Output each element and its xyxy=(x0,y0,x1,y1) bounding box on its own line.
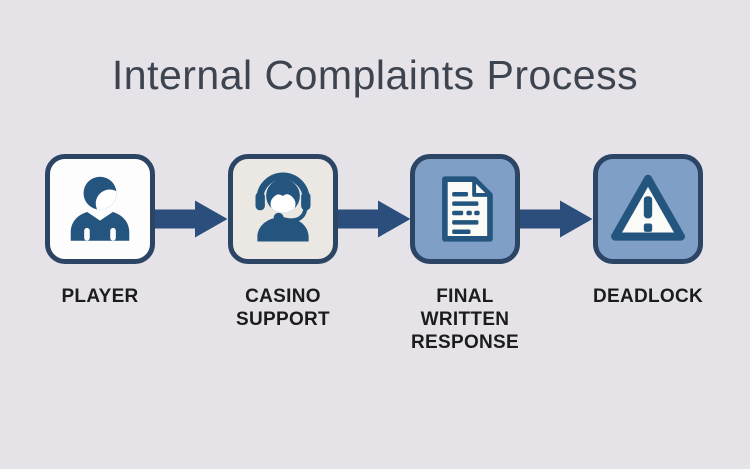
player-box xyxy=(45,154,155,264)
step-label-deadlock: DEADLOCK xyxy=(592,286,704,307)
flow-arrow-2 xyxy=(338,200,411,238)
final-written-response-box xyxy=(410,154,520,264)
step-casino-support: CASINO SUPPORT xyxy=(220,154,346,331)
flow-arrow-1 xyxy=(155,200,228,238)
warning-icon xyxy=(611,174,685,241)
deadlock-box xyxy=(593,154,703,264)
player-icon xyxy=(70,176,130,241)
flow-arrow-3 xyxy=(520,200,593,238)
step-player: PLAYER xyxy=(37,154,163,308)
page-title: Internal Complaints Process xyxy=(111,52,639,98)
step-label-final-written-response: FINAL WRITTEN RESPONSE xyxy=(411,286,519,354)
document-icon xyxy=(442,176,493,242)
headset-icon xyxy=(255,172,311,242)
casino-support-box xyxy=(228,154,338,264)
step-label-casino-support: CASINO SUPPORT xyxy=(236,286,330,331)
step-label-player: PLAYER xyxy=(61,286,139,307)
step-final-written-response: FINAL WRITTEN RESPONSE xyxy=(402,154,528,355)
step-deadlock: DEADLOCK xyxy=(585,154,711,308)
